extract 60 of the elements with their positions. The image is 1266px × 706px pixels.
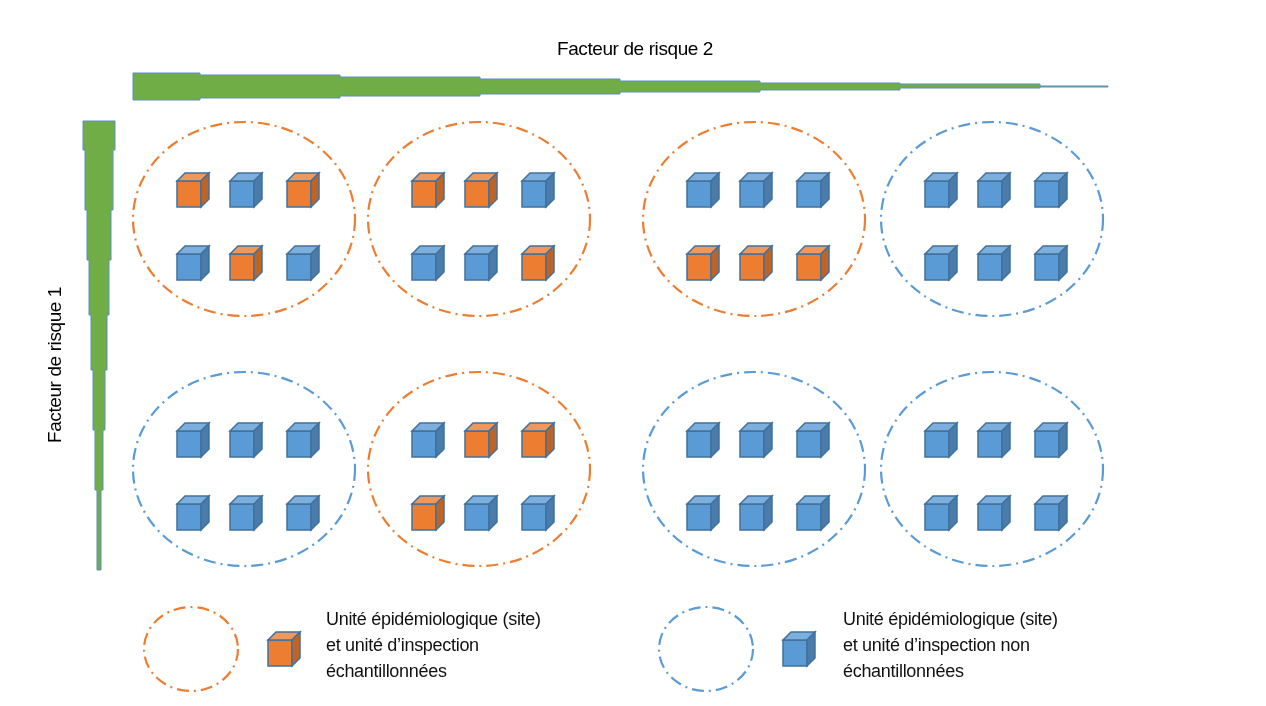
cube-icon — [411, 245, 445, 281]
cube-icon — [464, 422, 498, 458]
cube-icon — [521, 495, 555, 531]
cube-icon — [464, 495, 498, 531]
cube-icon — [686, 495, 720, 531]
cube-icon — [286, 422, 320, 458]
cube-icon — [229, 172, 263, 208]
dash-dot-circle — [879, 120, 1105, 318]
cube-icon — [924, 422, 958, 458]
cube-icon — [796, 422, 830, 458]
cube-icon — [924, 245, 958, 281]
cube-icon — [739, 245, 773, 281]
cube-icon — [464, 172, 498, 208]
cube-icon — [686, 422, 720, 458]
cube-icon — [977, 422, 1011, 458]
cube-icon — [286, 245, 320, 281]
dash-dot-circle — [879, 370, 1105, 568]
cube-icon — [229, 245, 263, 281]
cube-icon — [796, 245, 830, 281]
dash-dot-circle — [366, 120, 592, 318]
cube-icon — [464, 245, 498, 281]
cube-icon — [176, 245, 210, 281]
axis-label: Facteur de risque 2 — [555, 37, 715, 61]
cube-icon — [411, 422, 445, 458]
cube-icon — [521, 422, 555, 458]
cube-icon — [977, 495, 1011, 531]
cube-icon — [286, 495, 320, 531]
cube-icon — [739, 172, 773, 208]
cube-icon — [286, 172, 320, 208]
cube-icon — [411, 495, 445, 531]
dash-dot-circle — [641, 370, 867, 568]
cube-icon — [411, 172, 445, 208]
cube-icon — [739, 422, 773, 458]
dash-dot-circle — [131, 120, 357, 318]
cube-icon — [739, 495, 773, 531]
dash-dot-circle — [131, 370, 357, 568]
cube-icon — [521, 172, 555, 208]
cube-icon — [176, 422, 210, 458]
cube-icon — [176, 495, 210, 531]
dash-dot-circle — [366, 370, 592, 568]
cube-icon — [1034, 172, 1068, 208]
cube-icon — [229, 495, 263, 531]
dash-dot-circle — [641, 120, 867, 318]
cube-icon — [521, 245, 555, 281]
cube-icon — [924, 495, 958, 531]
cube-icon — [796, 495, 830, 531]
legend-text: Unité épidémiologique (site) et unité d’inspection échantillonnées — [326, 608, 542, 683]
cube-icon — [1034, 422, 1068, 458]
cube-icon — [796, 172, 830, 208]
cube-icon — [1034, 495, 1068, 531]
legend-text: Unité épidémiologique (site) et unité d’inspection non échantillonnées — [843, 608, 1059, 683]
cube-icon — [176, 172, 210, 208]
cube-icon — [1034, 245, 1068, 281]
cube-icon — [977, 245, 1011, 281]
cube-icon — [229, 422, 263, 458]
cube-icon — [977, 172, 1011, 208]
cube-icon — [686, 172, 720, 208]
axis-label: Facteur de risque 1 — [43, 285, 66, 446]
cube-icon — [686, 245, 720, 281]
cube-icon — [924, 172, 958, 208]
